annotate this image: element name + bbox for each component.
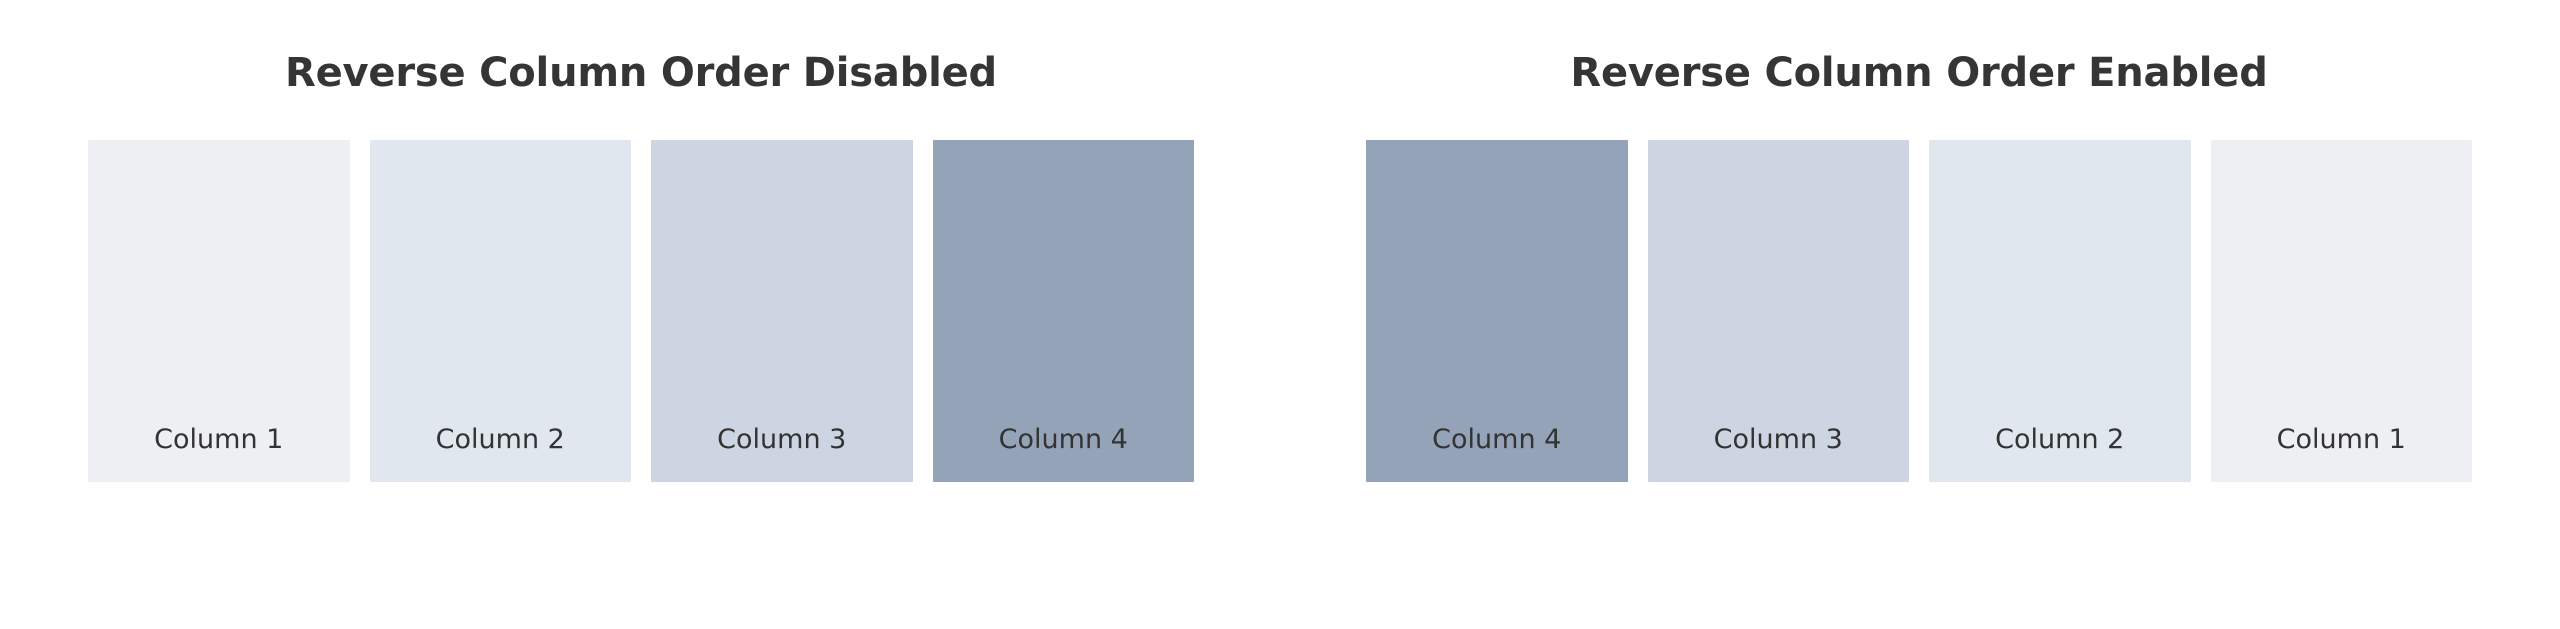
- column-group-reverse-disabled: Column 1 Column 2 Column 3 Column 4: [88, 140, 1194, 482]
- column-box-4[interactable]: Column 4: [1366, 140, 1628, 482]
- column-label-3: Column 3: [1713, 424, 1843, 455]
- column-label-3: Column 3: [717, 424, 847, 455]
- column-label-2: Column 2: [1995, 424, 2125, 455]
- panel-title-reverse-enabled: Reverse Column Order Enabled: [1570, 50, 2268, 96]
- panel-reverse-enabled: Reverse Column Order Enabled Column 1 Co…: [1366, 0, 2472, 482]
- column-label-1: Column 1: [154, 424, 284, 455]
- column-box-2[interactable]: Column 2: [1929, 140, 2191, 482]
- column-box-1[interactable]: Column 1: [2210, 140, 2472, 482]
- column-box-3[interactable]: Column 3: [1647, 140, 1909, 482]
- panel-reverse-disabled: Reverse Column Order Disabled Column 1 C…: [88, 0, 1194, 482]
- column-box-2[interactable]: Column 2: [369, 140, 631, 482]
- column-label-4: Column 4: [1432, 424, 1562, 455]
- column-box-1[interactable]: Column 1: [88, 140, 350, 482]
- column-label-1: Column 1: [2276, 424, 2406, 455]
- column-group-reverse-enabled: Column 1 Column 2 Column 3 Column 4: [1366, 140, 2472, 482]
- column-box-4[interactable]: Column 4: [932, 140, 1194, 482]
- column-label-4: Column 4: [998, 424, 1128, 455]
- column-label-2: Column 2: [435, 424, 565, 455]
- column-box-3[interactable]: Column 3: [651, 140, 913, 482]
- panel-title-reverse-disabled: Reverse Column Order Disabled: [285, 50, 997, 96]
